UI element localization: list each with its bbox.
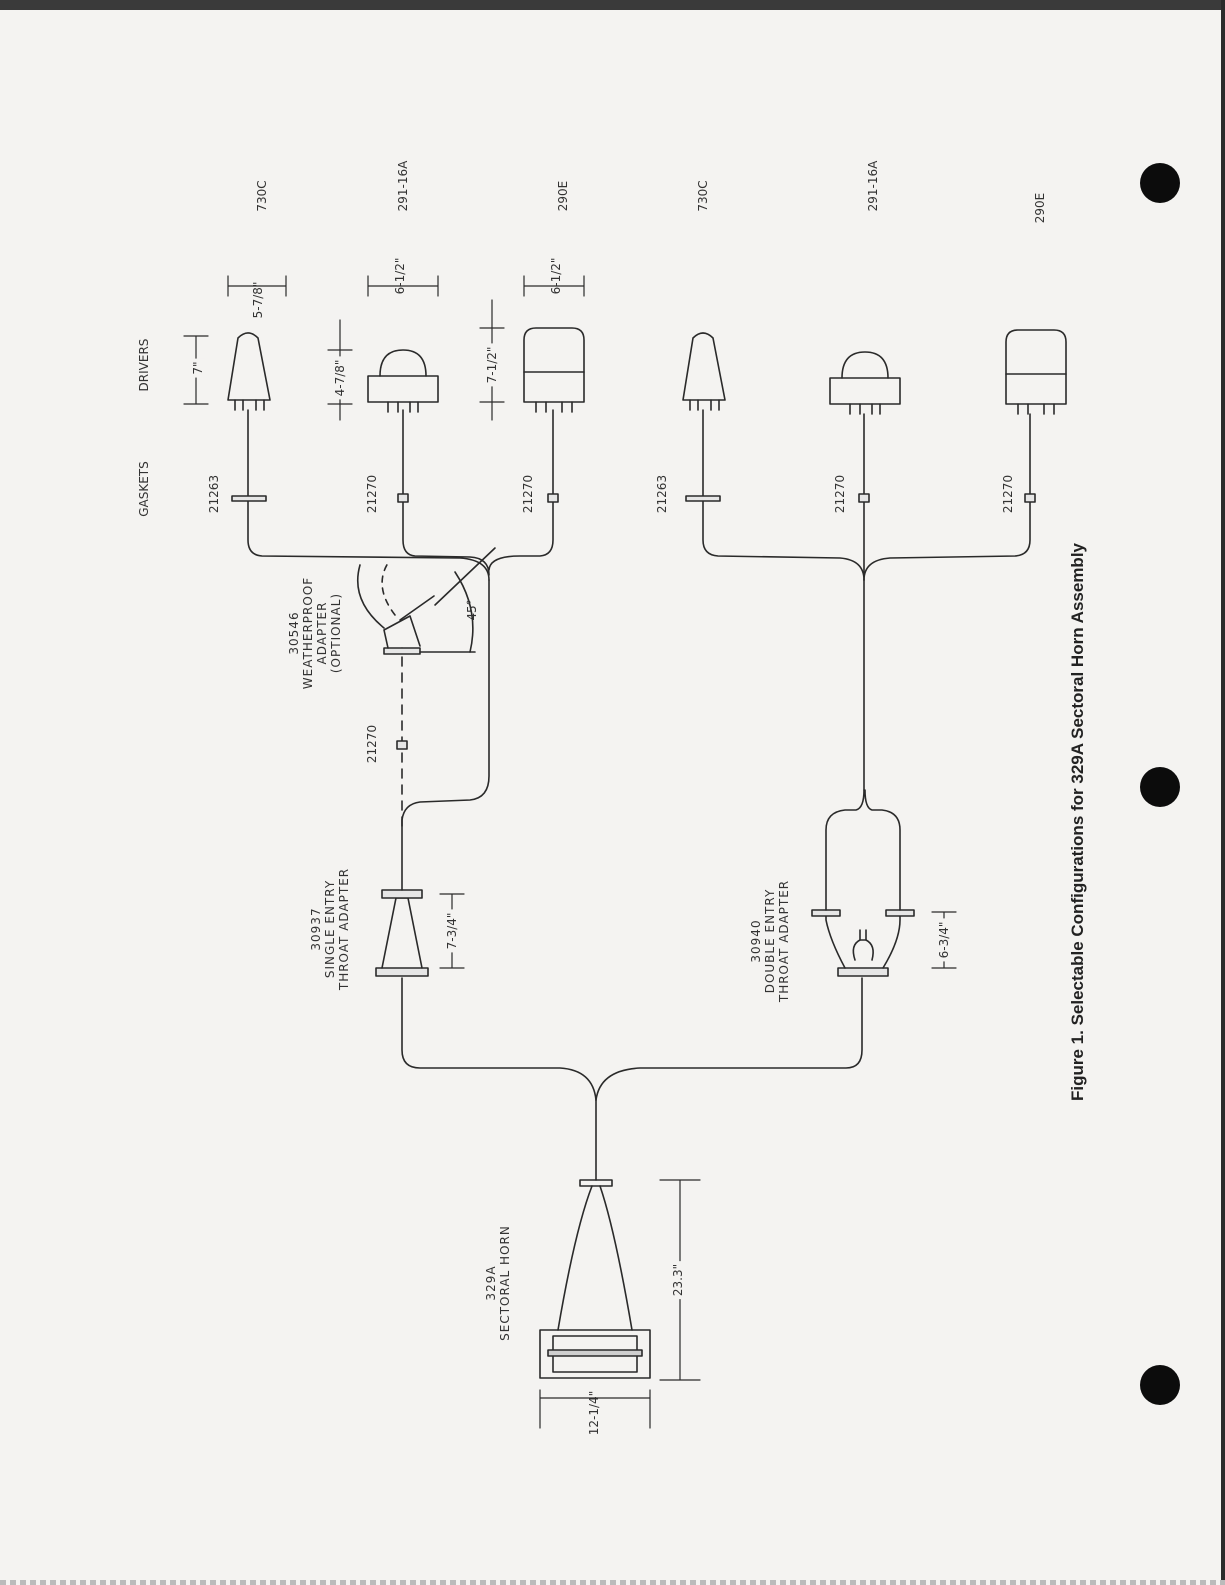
driver-label-upper-3: 290E xyxy=(556,180,570,212)
gaskets-column-header: GASKETS xyxy=(137,461,151,517)
double-entry-adapter-label: 30940 DOUBLE ENTRY THROAT ADAPTER xyxy=(749,879,791,1003)
driver-label-lower-1: 730C xyxy=(696,180,710,212)
page-right-edge xyxy=(1221,0,1225,1585)
double-entry-adapter xyxy=(811,789,915,977)
weatherproof-gasket-label: 21270 xyxy=(365,724,379,764)
driver-730c-upper xyxy=(227,332,271,411)
dim-291-width: 4-7/8" xyxy=(333,356,347,400)
gasket-label-upper-2: 21270 xyxy=(365,474,379,514)
feed-290e-a xyxy=(488,497,554,571)
dim-291-height: 6-1/2" xyxy=(393,257,407,295)
double-adapter-dimension: 6-3/4" xyxy=(937,918,951,962)
gasket-shapes xyxy=(231,493,1036,750)
gasket-label-upper-3: 21270 xyxy=(521,474,535,514)
driver-290e-upper xyxy=(523,327,585,413)
driver-291-lower xyxy=(829,351,901,415)
single-entry-adapter-label: 30937 SINGLE ENTRY THROAT ADAPTER xyxy=(309,867,351,991)
page-top-edge xyxy=(0,0,1225,10)
gasket-label-lower-3: 21270 xyxy=(1001,474,1015,514)
single-upper-line xyxy=(401,579,490,891)
weatherproof-angle-label: 45° xyxy=(465,599,479,621)
driver-feed-lines xyxy=(247,409,1031,499)
single-adapter-dimension: 7-3/4" xyxy=(445,909,459,953)
driver-label-lower-2: 291-16A xyxy=(866,160,880,212)
sectoral-horn xyxy=(539,1179,651,1379)
branch-to-double xyxy=(595,977,863,1101)
dim-730c-height: 5-7/8" xyxy=(251,281,265,319)
driver-730c-lower xyxy=(682,332,726,411)
feed-730c-a xyxy=(247,497,490,581)
horn-label: 329A SECTORAL HORN xyxy=(484,1225,512,1341)
page-bottom-edge xyxy=(0,1580,1225,1585)
dim-290e-width: 7-1/2" xyxy=(485,343,499,387)
driver-291-upper xyxy=(367,349,439,413)
feed-730c-b xyxy=(702,497,865,581)
horn-width-dimension: 12-1/4" xyxy=(587,1390,601,1436)
driver-290e-lower xyxy=(1005,329,1067,415)
dimension-lines xyxy=(183,275,957,1429)
weatherproof-adapter-shape xyxy=(356,547,496,655)
punch-hole-middle xyxy=(1140,767,1180,807)
dim-730c-width: 7" xyxy=(191,358,205,378)
dim-290e-height: 6-1/2" xyxy=(549,257,563,295)
weatherproof-adapter-label: 30546 WEATHERPROOF ADAPTER (OPTIONAL) xyxy=(287,576,343,690)
gasket-label-lower-1: 21263 xyxy=(655,474,669,514)
single-entry-adapter xyxy=(375,889,429,977)
driver-label-upper-1: 730C xyxy=(255,180,269,212)
gasket-label-lower-2: 21270 xyxy=(833,474,847,514)
punch-hole-top xyxy=(1140,163,1180,203)
drivers-column-header: DRIVERS xyxy=(137,338,151,392)
driver-label-lower-3: 290E xyxy=(1033,192,1047,224)
punch-hole-bottom xyxy=(1140,1365,1180,1405)
gasket-label-upper-1: 21263 xyxy=(207,474,221,514)
feed-290e-b xyxy=(863,497,1031,581)
driver-label-upper-2: 291-16A xyxy=(396,160,410,212)
figure-caption: Figure 1. Selectable Configurations for … xyxy=(1068,543,1087,1101)
horn-length-dimension: 23.3" xyxy=(671,1260,685,1300)
feed-291-a xyxy=(402,497,490,576)
branch-to-single xyxy=(401,977,597,1101)
